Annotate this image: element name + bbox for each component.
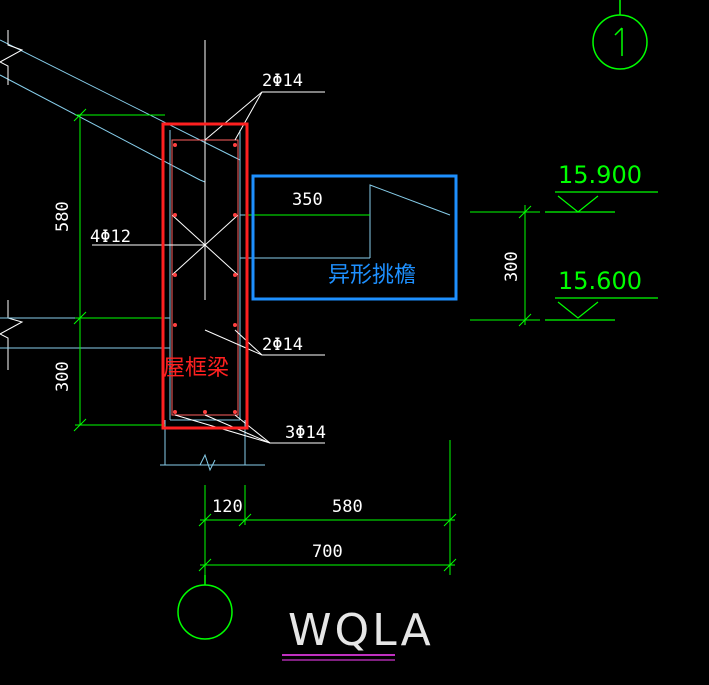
beam-outline <box>160 130 265 472</box>
dim-eave-length: 350 <box>292 190 323 210</box>
eave-annotation: 异形挑檐 <box>328 263 416 288</box>
axis-bubble-number-stroke <box>614 27 623 36</box>
axis-bubble-top <box>592 14 648 70</box>
roof-slab <box>0 39 241 183</box>
elevation-marker-top <box>545 191 658 213</box>
elevation-bottom: 15.600 <box>558 267 642 295</box>
elevation-top: 15.900 <box>558 161 642 189</box>
dim-beam-width: 120 <box>212 497 243 517</box>
eave-highlight-box <box>251 174 458 301</box>
dim-overhang: 580 <box>332 497 363 517</box>
dimension-lines <box>73 108 540 575</box>
floor-slab <box>0 317 170 349</box>
drawing-title: WQLA <box>288 605 434 656</box>
dim-beam-height: 580 <box>53 201 73 232</box>
dim-lower-height: 300 <box>53 361 73 392</box>
break-symbol-top <box>0 30 24 85</box>
dim-total-width: 700 <box>312 542 343 562</box>
rebar-dots <box>173 143 237 414</box>
beam-annotation: 屋框梁 <box>163 356 229 381</box>
axis-bubble-bottom <box>177 584 233 640</box>
break-symbol-mid <box>0 300 24 370</box>
rebar-label-middle: 2Φ14 <box>262 335 303 355</box>
rebar-label-top: 2Φ14 <box>262 71 303 91</box>
beam-highlight-box <box>161 122 249 430</box>
rebar-label-side: 4Φ12 <box>90 227 131 247</box>
eave-profile <box>240 184 451 259</box>
dim-eave-thickness: 300 <box>502 251 522 282</box>
rebar-label-bottom: 3Φ14 <box>285 423 326 443</box>
elevation-marker-bottom <box>545 297 658 321</box>
